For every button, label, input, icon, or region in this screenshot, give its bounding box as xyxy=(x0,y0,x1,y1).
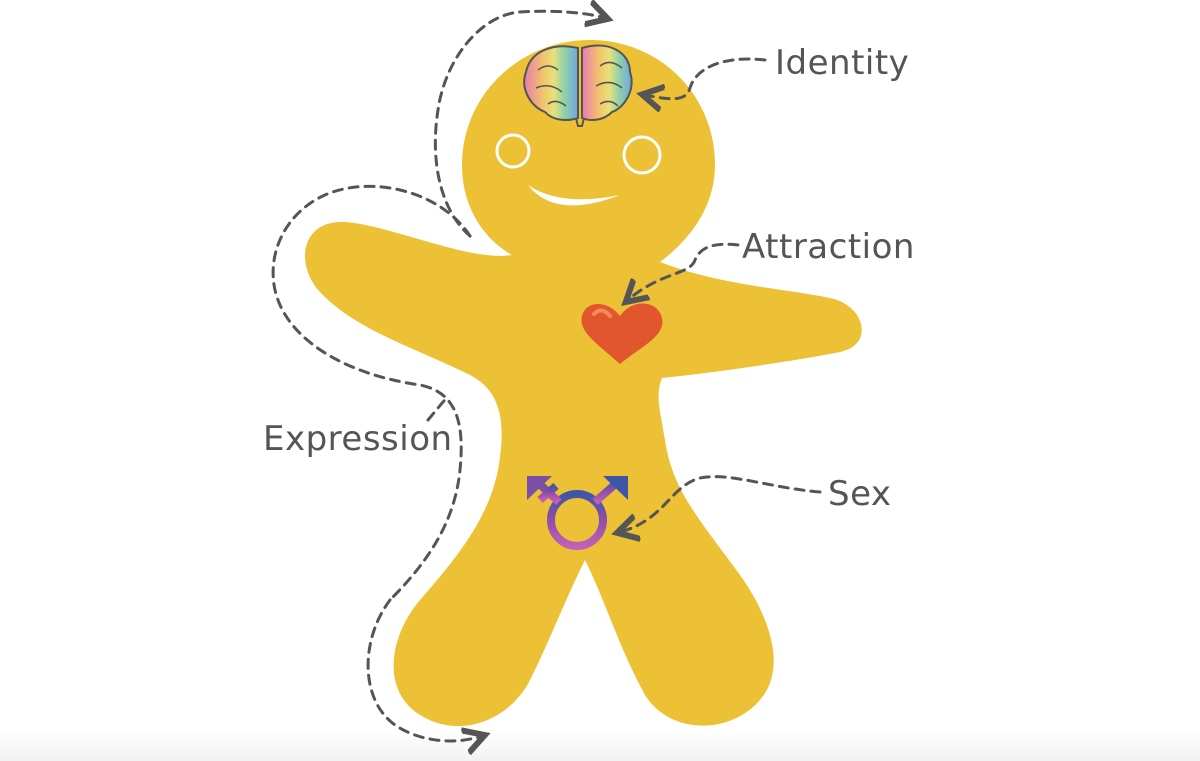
heart-icon xyxy=(581,303,663,364)
expression-connector-label xyxy=(426,394,450,422)
identity-label: Identity xyxy=(775,43,909,83)
expression-connector-bottom xyxy=(366,598,482,741)
gingerbread-figure xyxy=(305,40,862,727)
brain-icon xyxy=(523,44,633,127)
attraction-connector xyxy=(628,242,740,300)
symbol-arrow-left xyxy=(527,476,552,500)
expression-label: Expression xyxy=(263,419,453,459)
sex-label: Sex xyxy=(828,474,892,514)
smile xyxy=(528,185,620,206)
symbol-arrow-right xyxy=(603,476,628,500)
identity-connector xyxy=(645,57,767,99)
expression-connector-upper xyxy=(433,11,605,238)
left-eye xyxy=(495,133,531,169)
attraction-label: Attraction xyxy=(742,227,915,267)
right-eye xyxy=(622,135,662,175)
expression-connector-lower xyxy=(271,184,472,602)
sex-connector xyxy=(620,475,822,532)
